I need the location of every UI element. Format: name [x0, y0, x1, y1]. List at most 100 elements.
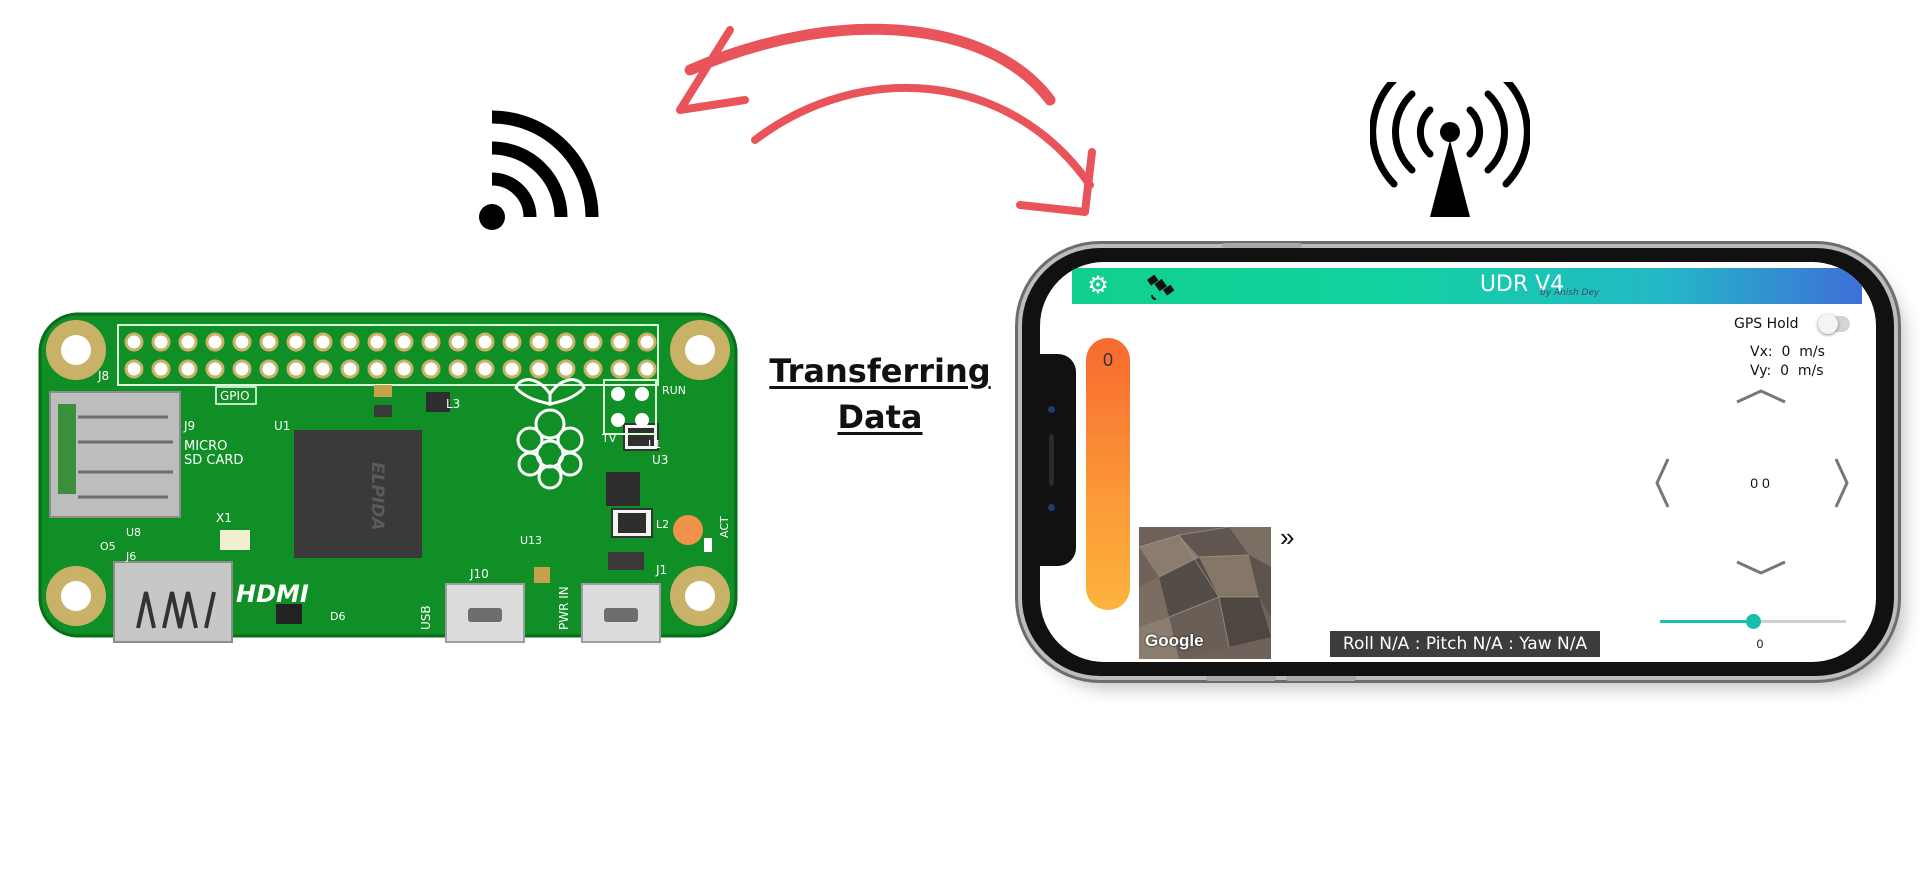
gpio-pin: [583, 332, 603, 352]
attitude-readout: Roll N/A : Pitch N/A : Yaw N/A: [1330, 631, 1600, 657]
gpio-pin: [340, 332, 360, 352]
gpio-pins: [124, 332, 657, 379]
gpio-pin: [637, 359, 657, 379]
arrow-to-phone-head: [1016, 148, 1096, 216]
gps-hold-label: GPS Hold: [1734, 316, 1799, 332]
gpio-pin: [259, 359, 279, 379]
phone-bottom-button-2: [1286, 676, 1356, 681]
gpio-pin: [448, 359, 468, 379]
gpio-pin: [583, 359, 603, 379]
label-j8: J8: [97, 369, 109, 383]
gpio-pin: [340, 359, 360, 379]
gpio-pin: [286, 332, 306, 352]
gpio-pin: [151, 359, 171, 379]
gpio-pin: [367, 332, 387, 352]
caption-line-2: Data: [837, 398, 923, 436]
slider-track[interactable]: [1660, 614, 1846, 629]
label-tv: TV: [601, 432, 617, 445]
chip-brand: ELPIDA: [367, 462, 387, 531]
front-camera: [1048, 406, 1055, 413]
satellite-icon[interactable]: [1146, 271, 1176, 301]
dpad-left-icon[interactable]: [1652, 456, 1674, 510]
gps-hold-toggle[interactable]: [1818, 314, 1850, 334]
gpio-pin: [313, 332, 333, 352]
gpio-pin: [124, 359, 144, 379]
map-logo: Google: [1145, 631, 1204, 650]
gpio-pin: [448, 332, 468, 352]
expand-icon[interactable]: »: [1280, 522, 1295, 552]
throttle-bar[interactable]: 0: [1086, 338, 1130, 610]
label-u1: U1: [274, 419, 290, 433]
phone-top-button: [1222, 243, 1302, 248]
label-u3: U3: [652, 453, 668, 467]
wifi-icon: [479, 110, 599, 230]
label-gpio: GPIO: [220, 389, 250, 403]
phone-screen: ⚙ UDR V4 by Anish Dey 0: [1040, 262, 1876, 662]
label-j10: J10: [469, 567, 489, 581]
gpio-pin: [610, 359, 630, 379]
label-d6: D6: [330, 610, 345, 623]
gpio-pin: [610, 332, 630, 352]
gpio-pin: [178, 359, 198, 379]
slider-value: 0: [1756, 637, 1764, 651]
label-sd-line2: SD CARD: [184, 453, 243, 468]
radio-tower-icon: [1370, 82, 1530, 217]
arrow-to-board-head: [676, 26, 749, 114]
label-j1: J1: [655, 563, 667, 577]
gpio-pin: [259, 332, 279, 352]
label-x1: X1: [216, 511, 232, 525]
gpio-pin: [232, 359, 252, 379]
phone-bottom-button-1: [1206, 676, 1276, 681]
arrow-to-board: [684, 23, 1056, 106]
gear-icon[interactable]: ⚙: [1087, 272, 1109, 299]
label-hdmi: HDMI: [236, 580, 309, 608]
label-act: ACT: [718, 516, 731, 538]
gpio-pin: [637, 332, 657, 352]
label-run: RUN: [662, 384, 686, 397]
raspberry-pi-board: J8 GPIO J9 MICRO SD CARD U1 L3 RUN TV L1…: [38, 312, 738, 643]
gpio-pin: [556, 359, 576, 379]
app-title: UDR V4: [1479, 272, 1565, 297]
arrow-to-phone: [751, 83, 1094, 189]
gps-hold-toggle-knob: [1818, 314, 1838, 334]
app-subtitle: by Anish Dey: [1540, 288, 1600, 298]
gpio-pin: [205, 332, 225, 352]
gpio-pin: [475, 359, 495, 379]
gpio-pin: [232, 332, 252, 352]
gpio-pin: [286, 359, 306, 379]
label-usb: USB: [419, 605, 433, 630]
throttle-value: 0: [1102, 350, 1113, 370]
gpio-pin: [421, 359, 441, 379]
processor-chip: [294, 430, 422, 558]
label-j6: J6: [125, 550, 136, 563]
dpad-up-icon[interactable]: [1734, 386, 1788, 408]
velocity-x: Vx: 0 m/s: [1750, 344, 1825, 360]
dpad-down-icon[interactable]: [1734, 556, 1788, 578]
gpio-pin: [529, 332, 549, 352]
gpio-pin: [205, 359, 225, 379]
gpio-pin: [502, 332, 522, 352]
earpiece-speaker: [1049, 434, 1054, 486]
gpio-pin: [124, 332, 144, 352]
map-thumbnail[interactable]: Google: [1139, 527, 1271, 659]
gpio-pin: [313, 359, 333, 379]
gpio-pin: [475, 332, 495, 352]
label-l2: L2: [656, 518, 669, 531]
slider-fill: [1660, 620, 1753, 623]
gpio-pin: [529, 359, 549, 379]
gpio-pin: [394, 359, 414, 379]
gpio-pin: [556, 332, 576, 352]
caption-line-1: Transferring: [769, 352, 991, 390]
dpad-right-icon[interactable]: [1830, 456, 1852, 510]
velocity-y: Vy: 0 m/s: [1750, 363, 1824, 379]
label-u13: U13: [520, 534, 542, 547]
satellite-terrain-image: [1139, 527, 1271, 659]
label-l3: L3: [446, 397, 460, 411]
label-u8: U8: [126, 526, 141, 539]
gpio-pin: [394, 332, 414, 352]
label-j9: J9: [183, 419, 195, 433]
gpio-pin: [151, 332, 171, 352]
slider-thumb[interactable]: [1746, 614, 1761, 629]
app-header: ⚙ UDR V4 by Anish Dey: [1072, 268, 1862, 304]
